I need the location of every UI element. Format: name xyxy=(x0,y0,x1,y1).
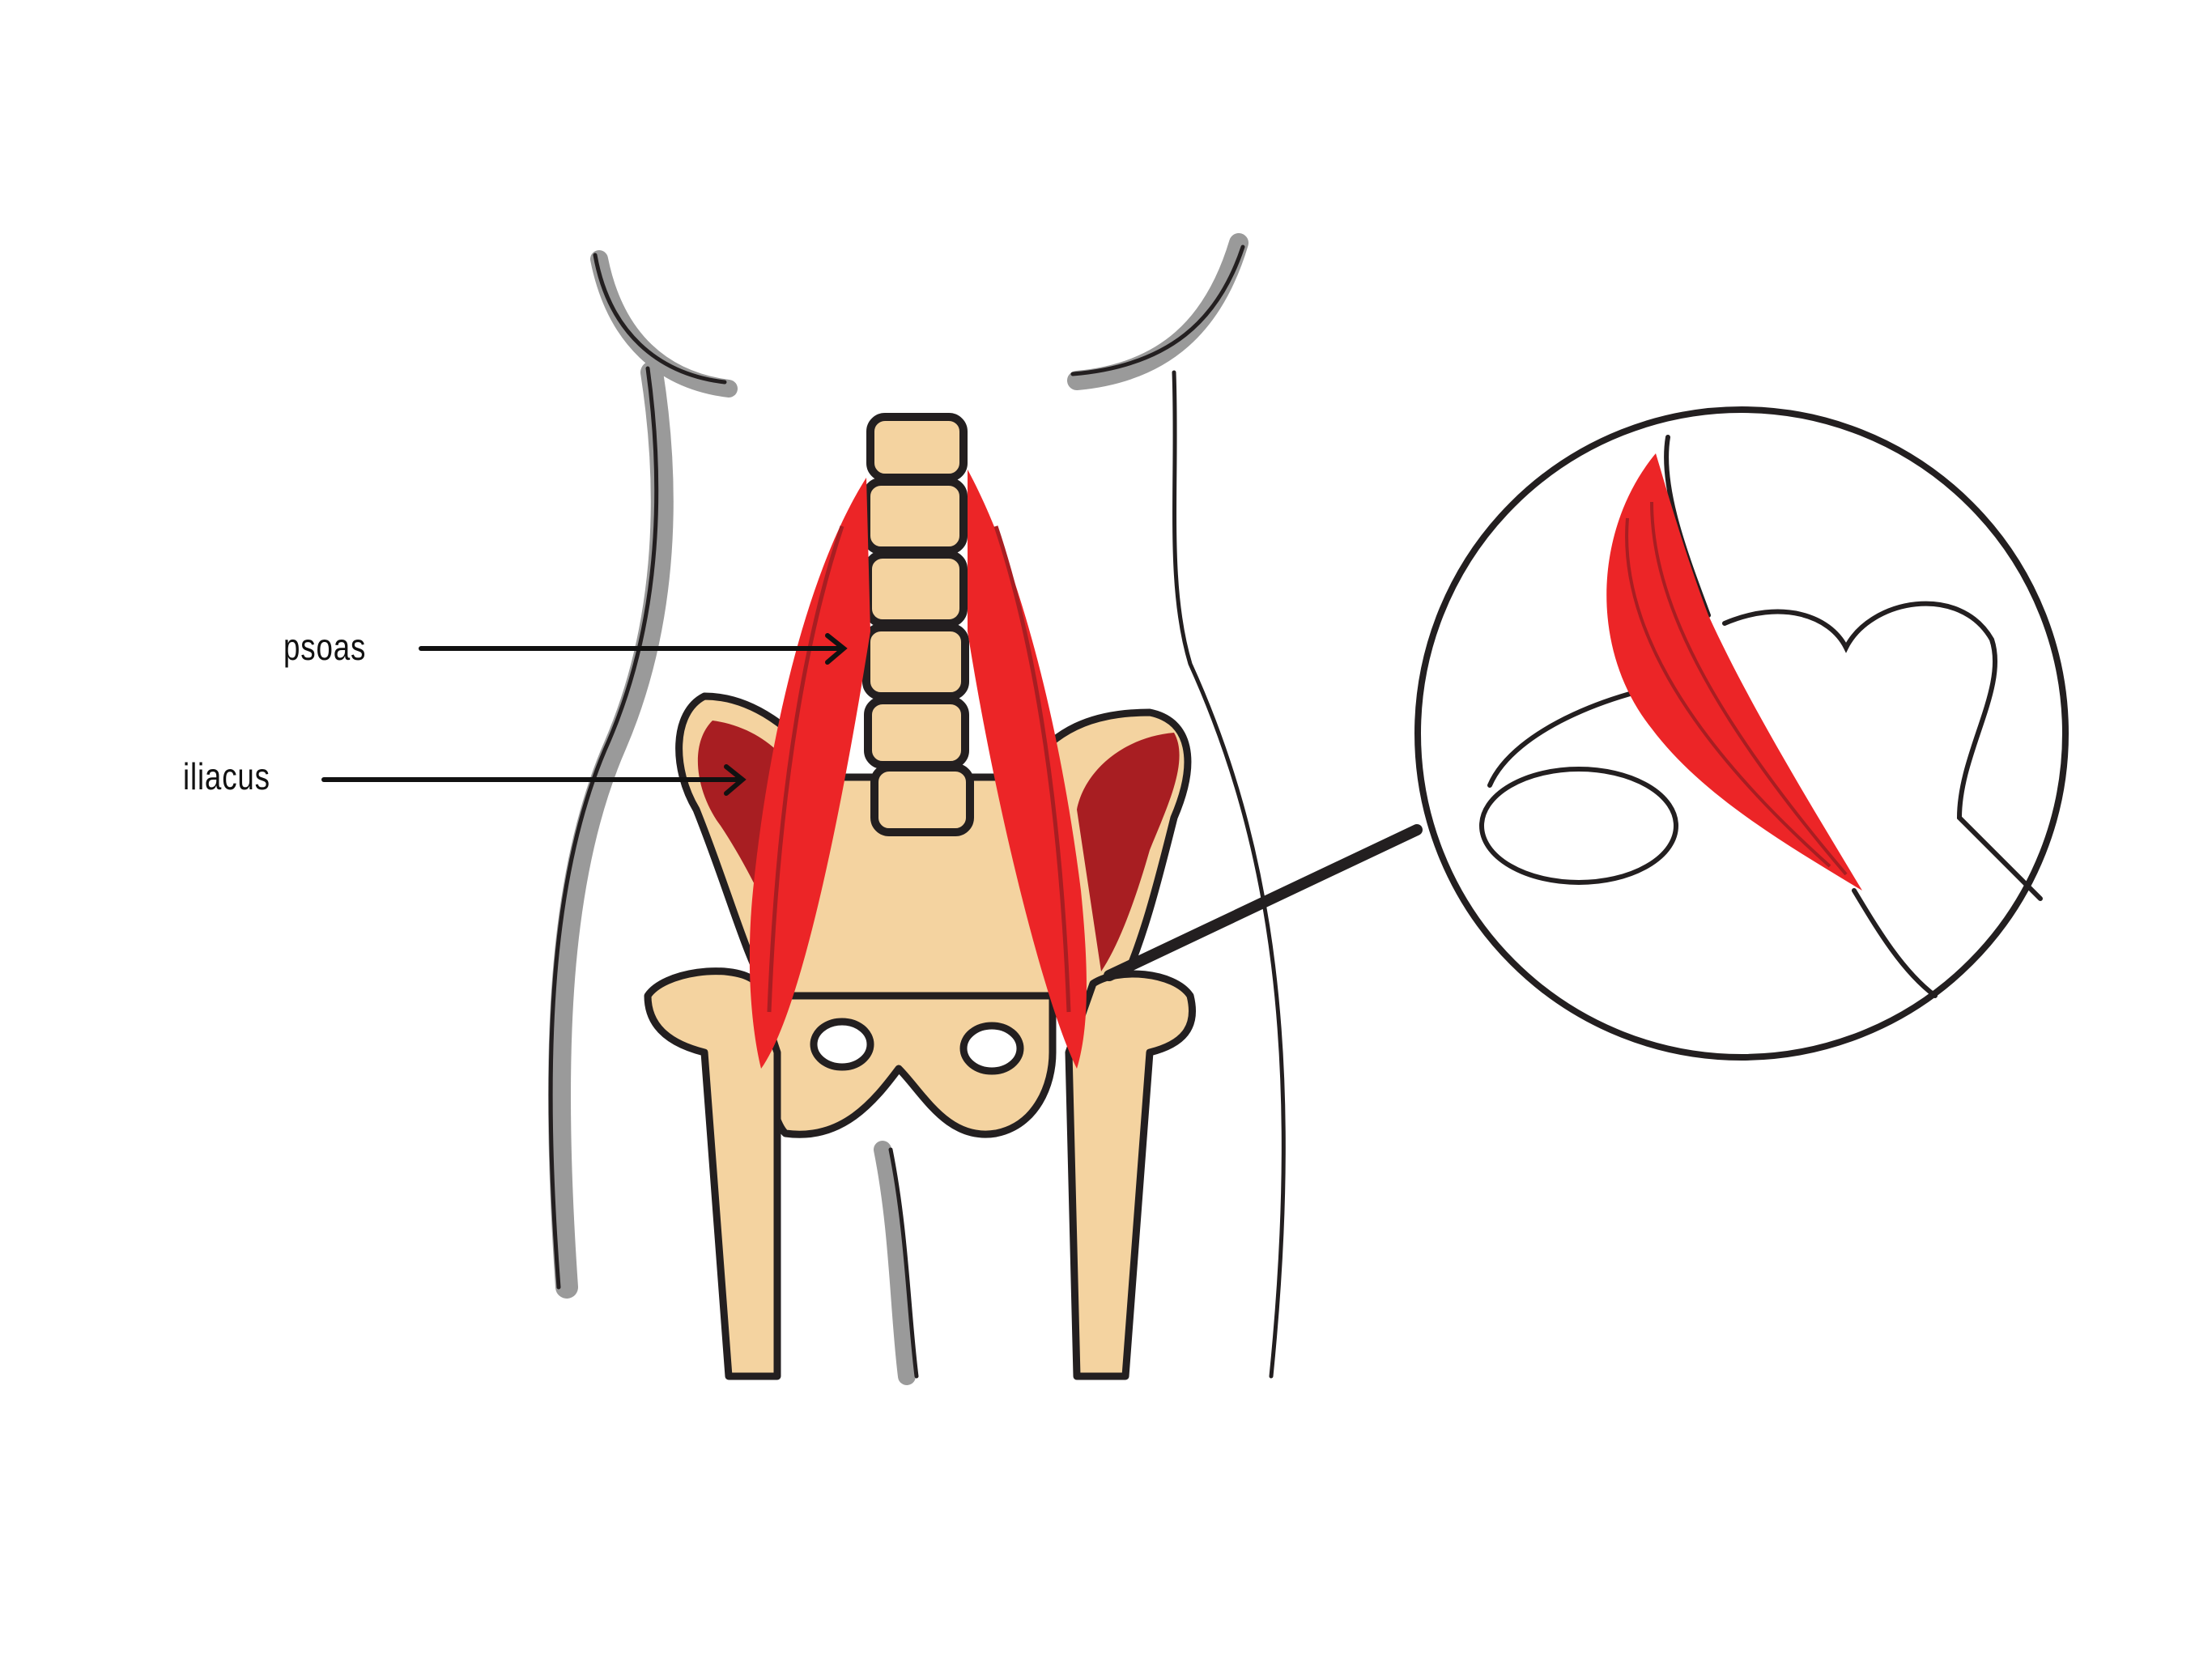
psoas-muscle xyxy=(749,470,1087,1069)
magnified-inset xyxy=(1414,406,2069,1061)
body-outline xyxy=(547,233,1286,1385)
inset-connector-line xyxy=(1104,824,1423,981)
lumbar-spine xyxy=(862,413,974,836)
iliacus-arrowhead xyxy=(724,764,747,796)
label-arrows xyxy=(321,633,848,796)
psoas-label: psoas xyxy=(283,626,367,668)
iliacus-label: iliacus xyxy=(183,755,270,797)
psoas-arrowhead xyxy=(825,633,848,665)
femurs xyxy=(644,967,1197,1380)
inset-muscle xyxy=(1606,453,1862,891)
